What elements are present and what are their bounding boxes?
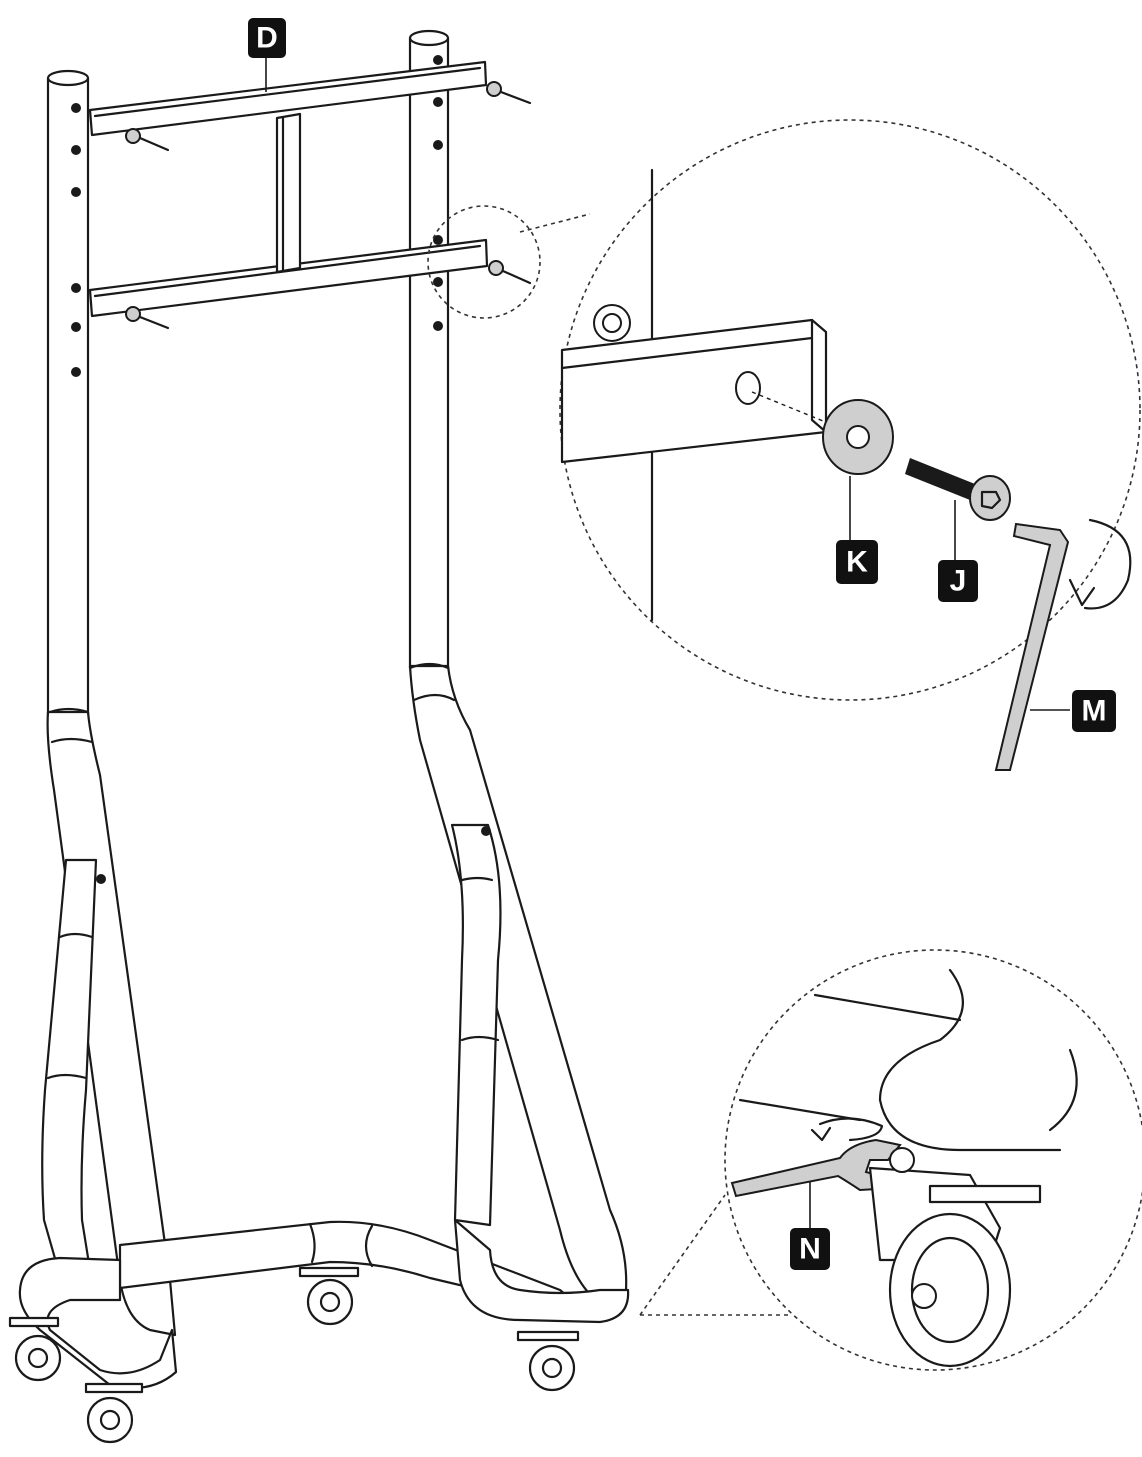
left-base xyxy=(18,1256,178,1390)
label-m-text: M xyxy=(1082,695,1107,728)
bolt-j xyxy=(905,458,975,500)
right-rear-leg xyxy=(450,823,502,1227)
bolt-detail xyxy=(519,119,1141,771)
label-m: M xyxy=(1072,690,1116,732)
hex-key-m xyxy=(994,522,1070,771)
detail-callout-circle-small xyxy=(427,205,541,319)
detail-callout-circle-bolt xyxy=(559,119,1141,701)
label-d-text: D xyxy=(256,22,278,55)
bracket-fasteners xyxy=(125,81,532,330)
wrench-n xyxy=(730,1138,902,1198)
stand-frame xyxy=(18,29,630,1390)
right-front-leg xyxy=(408,664,628,1302)
stand-casters xyxy=(8,1266,580,1444)
rotate-arrow-icon xyxy=(1068,518,1132,610)
label-n-text: N xyxy=(799,1233,821,1266)
caster-detail xyxy=(639,949,1142,1371)
label-k-text: K xyxy=(846,546,868,579)
label-n: N xyxy=(790,1228,830,1270)
label-j-text: J xyxy=(950,565,967,598)
label-d: D xyxy=(248,18,286,58)
left-upright-tube xyxy=(46,76,90,717)
mounting-bracket xyxy=(88,60,489,318)
leg-bolt-right xyxy=(481,826,491,836)
detail-callout-circle-caster xyxy=(724,949,1142,1371)
right-base xyxy=(453,1218,630,1324)
wrench-rotate-arrow-icon xyxy=(810,1117,884,1142)
caster-front-center xyxy=(84,1382,144,1444)
label-j: J xyxy=(938,560,978,602)
caster-front-left xyxy=(8,1316,62,1382)
caster-rear-middle xyxy=(298,1266,360,1326)
label-k: K xyxy=(836,540,878,584)
right-upright-tube xyxy=(408,36,450,670)
caster-rear-right xyxy=(516,1330,580,1392)
leg-bolt-left xyxy=(96,874,106,884)
